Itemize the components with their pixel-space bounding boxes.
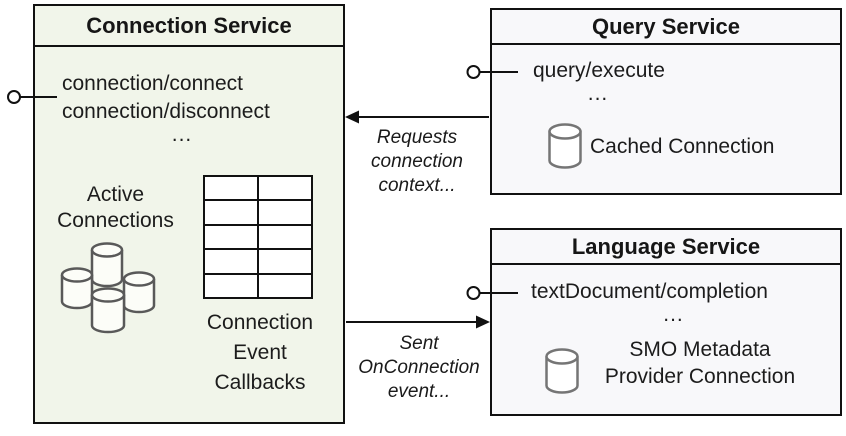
method-textdocument-completion: textDocument/completion	[531, 280, 768, 303]
method-connection-disconnect: connection/disconnect	[62, 100, 270, 123]
connection-service-title: Connection Service	[86, 12, 292, 38]
label-line: Connections	[57, 209, 174, 232]
label-line: Provider Connection	[604, 365, 796, 388]
label-line: context...	[378, 175, 456, 196]
table-cell	[259, 201, 311, 224]
methods-ellipsis: ...	[171, 123, 193, 146]
methods-ellipsis: ...	[587, 82, 609, 105]
table-cell	[259, 225, 311, 249]
requests-connection-context-arrow	[345, 110, 489, 124]
language-service-methods: textDocument/completion ...	[531, 278, 816, 326]
query-service-box: Query Service query/execute ... Cached C…	[490, 8, 842, 195]
label-line: Event	[233, 341, 287, 364]
database-cylinder-icon	[60, 267, 94, 310]
label-line: Active	[86, 183, 145, 206]
method-connection-connect: connection/connect	[62, 72, 243, 95]
label-line: Requests	[376, 127, 458, 148]
query-service-header: Query Service	[492, 10, 840, 45]
active-connections-label: Active Connections	[43, 182, 188, 234]
table-cell	[205, 250, 257, 273]
label-line: event...	[387, 381, 451, 402]
cached-connection-label: Cached Connection	[590, 135, 775, 158]
label-line: OnConnection	[358, 357, 480, 378]
database-cylinder-icon	[122, 271, 156, 314]
sent-onconnection-event-label: Sent OnConnection event...	[349, 332, 489, 404]
smo-metadata-provider-connection-label: SMO Metadata Provider Connection	[580, 336, 820, 390]
connection-service-header: Connection Service	[35, 6, 343, 47]
language-service-box: Language Service textDocument/completion…	[490, 228, 842, 416]
connection-event-callbacks-label: Connection Event Callbacks	[190, 308, 330, 398]
smo-metadata-database-icon	[545, 348, 579, 394]
language-service-header: Language Service	[492, 230, 840, 265]
cached-connection-database-icon	[548, 123, 582, 169]
method-query-execute: query/execute	[533, 59, 665, 82]
table-cell	[205, 225, 257, 249]
callbacks-table-icon	[203, 175, 313, 299]
connection-service-box: Connection Service connection/connect co…	[33, 4, 345, 424]
label-line: Callbacks	[214, 371, 306, 394]
database-cylinder-icon	[90, 287, 126, 334]
language-service-title: Language Service	[571, 233, 761, 259]
table-cell	[259, 177, 311, 200]
table-cell	[259, 250, 311, 273]
active-connections-database-cluster-icon	[60, 242, 156, 334]
methods-ellipsis: ...	[663, 303, 684, 326]
requests-connection-context-label: Requests connection context...	[352, 126, 482, 198]
table-cell	[205, 201, 257, 224]
label-line: connection	[371, 151, 463, 172]
database-cylinder-icon	[90, 242, 124, 288]
label-line: SMO Metadata	[629, 338, 771, 361]
table-cell	[205, 274, 257, 297]
query-service-title: Query Service	[592, 13, 740, 39]
query-service-methods: query/execute ...	[533, 57, 665, 105]
table-cell	[205, 177, 257, 200]
sent-onconnection-event-arrow	[346, 315, 490, 329]
label-line: Sent	[399, 333, 439, 354]
label-line: Connection	[206, 311, 314, 334]
table-cell	[259, 274, 311, 297]
connection-service-methods: connection/connect connection/disconnect…	[62, 70, 302, 146]
